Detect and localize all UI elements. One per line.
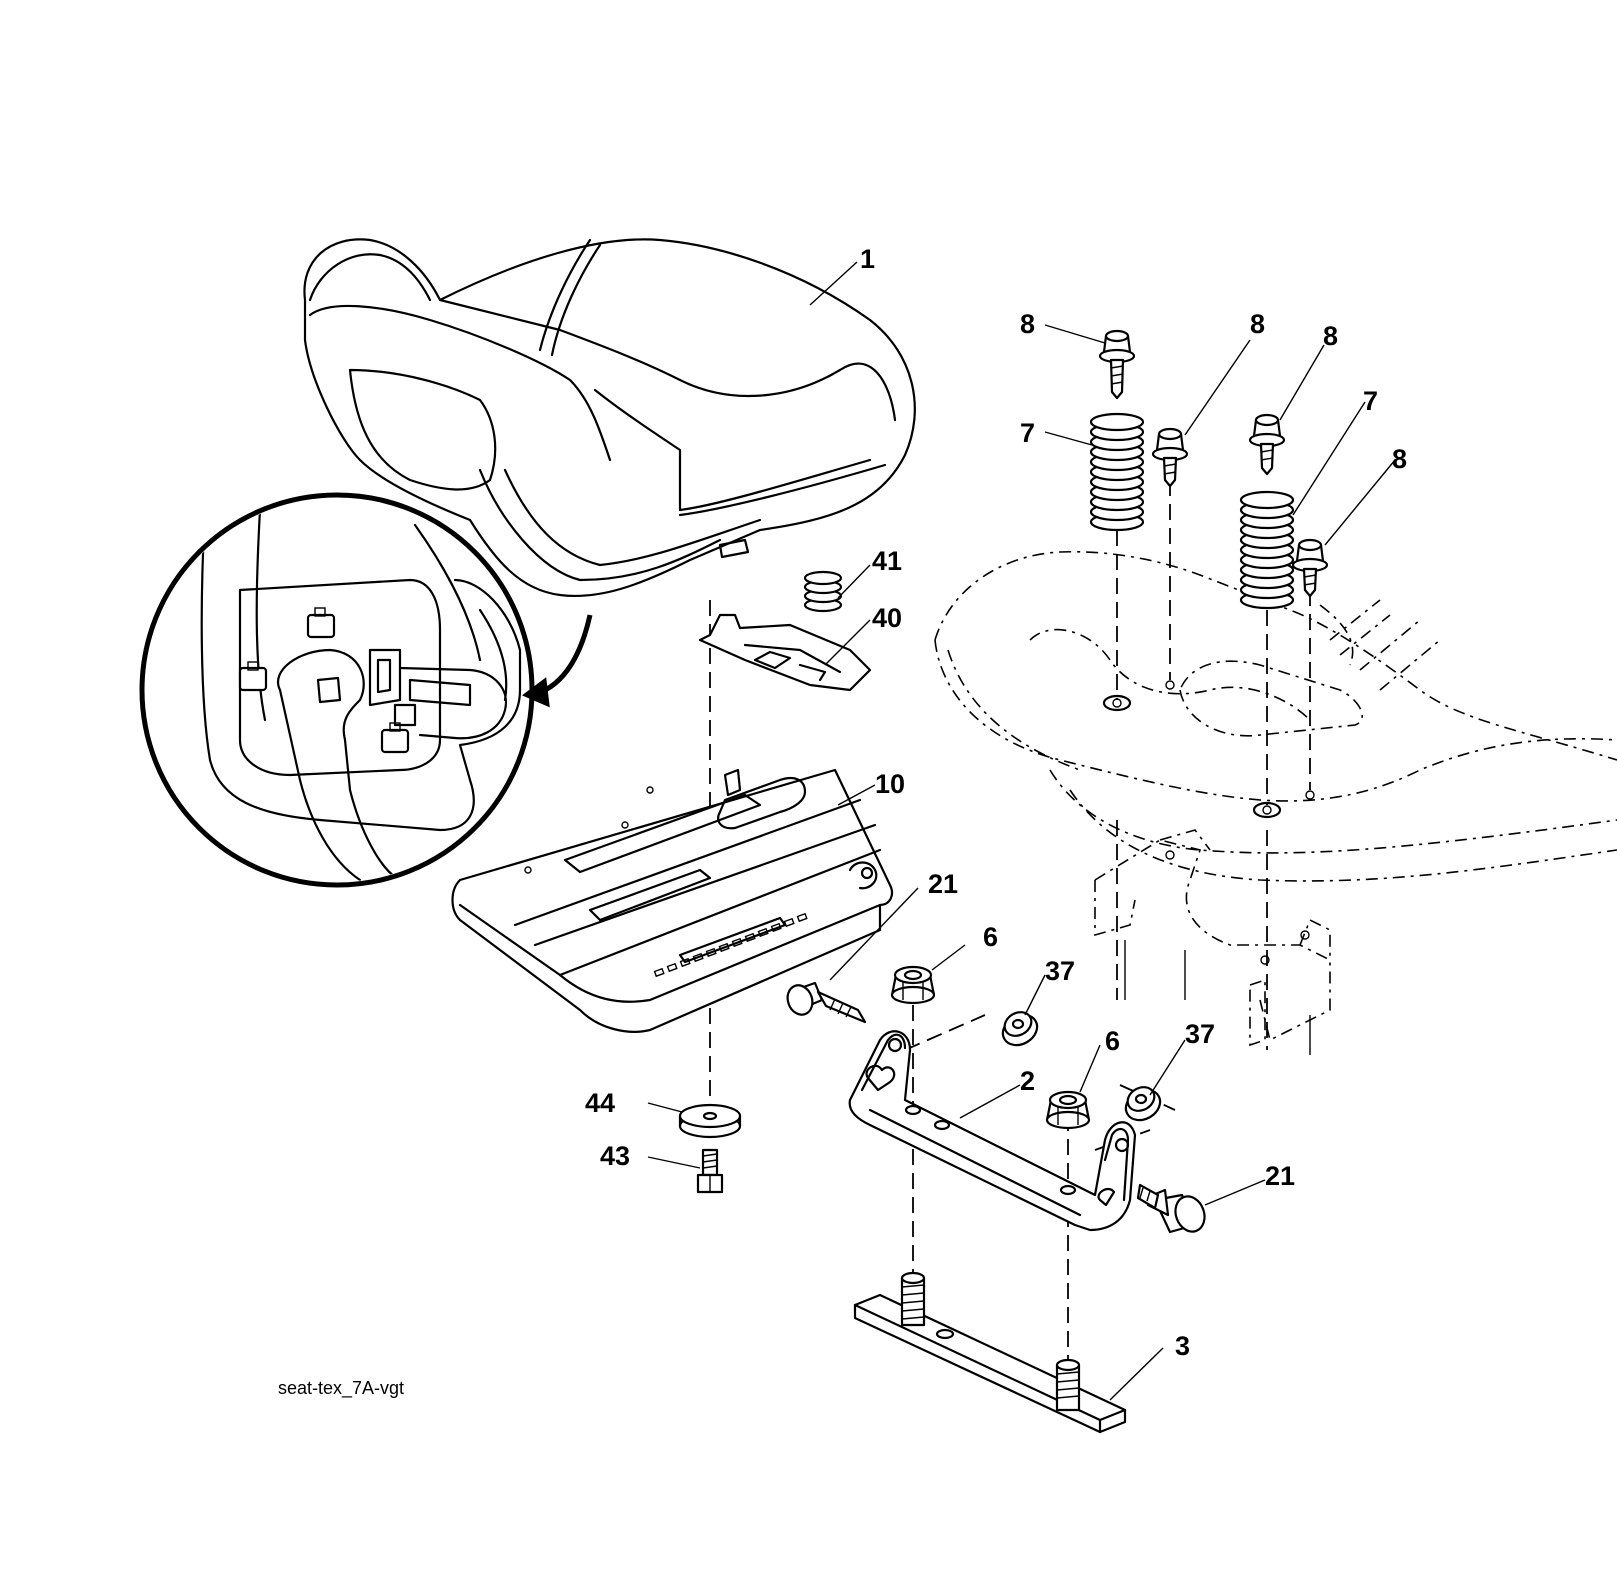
flange-bolt-4 xyxy=(1291,538,1329,598)
callout-37-a: 37 xyxy=(1045,956,1075,986)
callout-40: 40 xyxy=(872,603,902,633)
stud-right xyxy=(1055,1358,1081,1412)
callout-10: 10 xyxy=(875,769,905,799)
callout-7-a: 7 xyxy=(1020,418,1035,448)
callout-8-c: 8 xyxy=(1323,321,1338,351)
callout-labels: 1 8 8 8 8 7 7 41 40 10 21 6 37 2 6 37 21… xyxy=(585,244,1407,1361)
callout-41: 41 xyxy=(872,546,902,576)
leader-lines xyxy=(647,261,1396,1401)
washer xyxy=(678,1103,742,1139)
seat-pan-slots xyxy=(653,912,808,978)
lock-nut-2 xyxy=(1045,1090,1091,1130)
seat-pan xyxy=(451,768,894,1033)
callout-2: 2 xyxy=(1020,1066,1035,1096)
callout-7-b: 7 xyxy=(1363,386,1378,416)
callout-8-d: 8 xyxy=(1392,444,1407,474)
spring xyxy=(803,570,843,613)
flange-bolt-1 xyxy=(1098,329,1136,400)
callout-1: 1 xyxy=(860,244,875,274)
spring-right xyxy=(1239,490,1295,610)
stud-plate xyxy=(853,1271,1127,1434)
callout-8-b: 8 xyxy=(1250,309,1265,339)
callout-44: 44 xyxy=(585,1088,615,1118)
flange-nut-1 xyxy=(1001,1011,1039,1047)
callout-6-b: 6 xyxy=(1105,1026,1120,1056)
callout-21-a: 21 xyxy=(928,869,958,899)
spring-left xyxy=(1089,412,1145,532)
mounting-bracket xyxy=(848,1030,1137,1232)
flange-bolt-2 xyxy=(1151,427,1189,488)
flange-bolt-3 xyxy=(1248,413,1286,476)
flange-nut-2 xyxy=(1124,1086,1162,1122)
seat-assembly xyxy=(303,238,916,597)
callout-3: 3 xyxy=(1175,1331,1190,1361)
detail-inset xyxy=(139,492,593,888)
stud-left xyxy=(900,1271,926,1327)
lock-nut-1 xyxy=(890,965,936,1005)
callout-37-b: 37 xyxy=(1185,1019,1215,1049)
callout-8-a: 8 xyxy=(1020,309,1035,339)
bolt xyxy=(696,1148,724,1194)
callout-43: 43 xyxy=(600,1141,630,1171)
drawing-code: seat-tex_7A-vgt xyxy=(278,1378,404,1399)
callout-6-a: 6 xyxy=(983,922,998,952)
shoulder-bolt-1 xyxy=(786,981,867,1024)
mower-frame-phantom xyxy=(934,550,1617,1055)
shoulder-bolt-2 xyxy=(1136,1183,1206,1234)
callout-21-b: 21 xyxy=(1265,1161,1295,1191)
switch-bracket xyxy=(698,613,872,692)
